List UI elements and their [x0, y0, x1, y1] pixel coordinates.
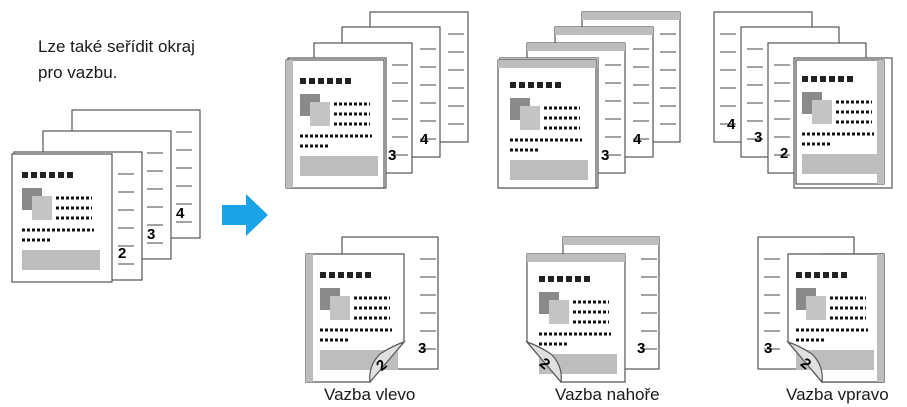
- page-number-4: 4: [420, 131, 429, 148]
- right-arrow-icon: [222, 194, 268, 236]
- original-page-1: [11, 153, 113, 283]
- result-binding-right: 3 2: [757, 236, 885, 384]
- page-number-2: 2: [118, 245, 126, 262]
- page-number-4: 4: [727, 116, 736, 133]
- page-number-3: 3: [418, 340, 426, 357]
- caption-binding-right: Vazba vpravo: [786, 385, 889, 404]
- page-number-3: 3: [147, 226, 155, 243]
- caption-binding-left: Vazba vlevo: [324, 385, 415, 404]
- original-stack: 4 3 2: [11, 109, 201, 283]
- page-number-2: 2: [780, 145, 788, 162]
- stack-binding-right: 4 3 2: [713, 11, 893, 189]
- stack-binding-top: 4 3 2: [497, 11, 681, 189]
- note-line-1: Lze také seřídit okraj: [38, 37, 195, 56]
- page-number-4: 4: [633, 131, 642, 148]
- result-binding-top: 3 2: [525, 236, 660, 384]
- page-number-4: 4: [176, 205, 185, 222]
- page-number-3: 3: [601, 147, 609, 164]
- page-number-3: 3: [637, 340, 645, 357]
- stack-binding-left: 4 3 2: [285, 11, 469, 189]
- page-number-3: 3: [764, 340, 772, 357]
- page-number-3: 3: [754, 129, 762, 146]
- note-line-2: pro vazbu.: [38, 63, 117, 82]
- page-number-3: 3: [388, 147, 396, 164]
- result-binding-left: 3 2: [305, 236, 439, 384]
- caption-binding-top: Vazba nahoře: [555, 385, 660, 404]
